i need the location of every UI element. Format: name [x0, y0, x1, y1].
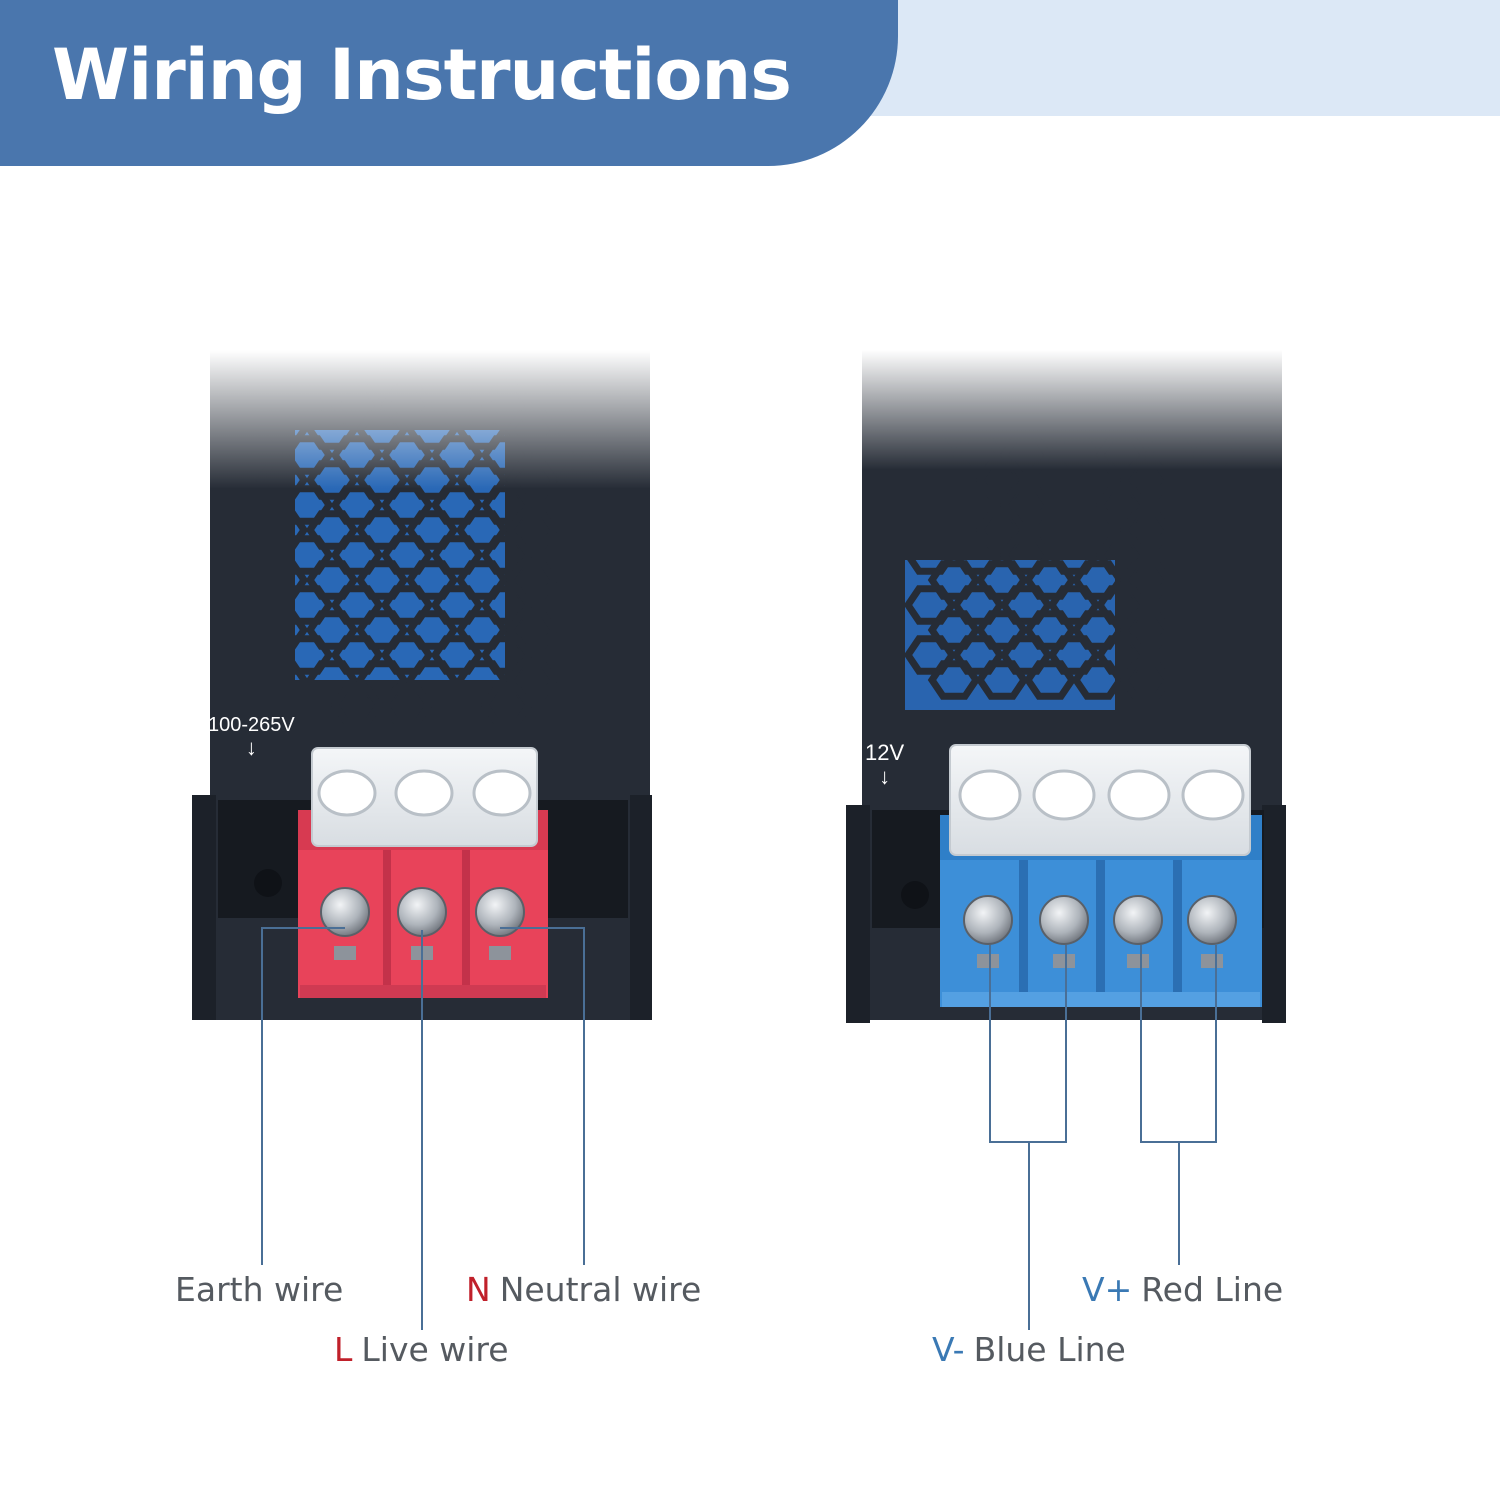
earth-connector-line	[261, 927, 345, 1265]
terminal-clear-cover-left	[311, 747, 538, 847]
vminus-code: V-	[932, 1330, 965, 1369]
screws-left	[320, 887, 525, 960]
page-title: Wiring Instructions	[52, 34, 792, 116]
input-voltage-label: 100-265V ↓	[208, 714, 295, 760]
earth-wire-label: Earth wire	[175, 1270, 344, 1309]
live-code: L	[334, 1330, 353, 1369]
vplus-label: V+Red Line	[1082, 1270, 1283, 1309]
header-banner	[0, 0, 898, 166]
input-power-supply	[180, 300, 680, 1020]
terminal-clear-cover-right	[949, 744, 1251, 856]
connector-lines	[261, 927, 1217, 1330]
neutral-code: N	[466, 1270, 491, 1309]
output-power-supply	[840, 310, 1310, 1023]
down-arrow-icon: ↓	[879, 764, 891, 789]
vminus-label: V-Blue Line	[932, 1330, 1126, 1369]
vplus-text: Red Line	[1141, 1270, 1284, 1309]
neutral-text: Neutral wire	[499, 1270, 702, 1309]
live-text: Live wire	[361, 1330, 509, 1369]
vplus-code: V+	[1082, 1270, 1133, 1309]
vminus-text: Blue Line	[973, 1330, 1126, 1369]
down-arrow-icon: ↓	[245, 735, 257, 760]
neutral-connector-line	[500, 927, 585, 1265]
output-voltage-label: 12V ↓	[865, 740, 905, 789]
screws-right	[963, 895, 1237, 968]
